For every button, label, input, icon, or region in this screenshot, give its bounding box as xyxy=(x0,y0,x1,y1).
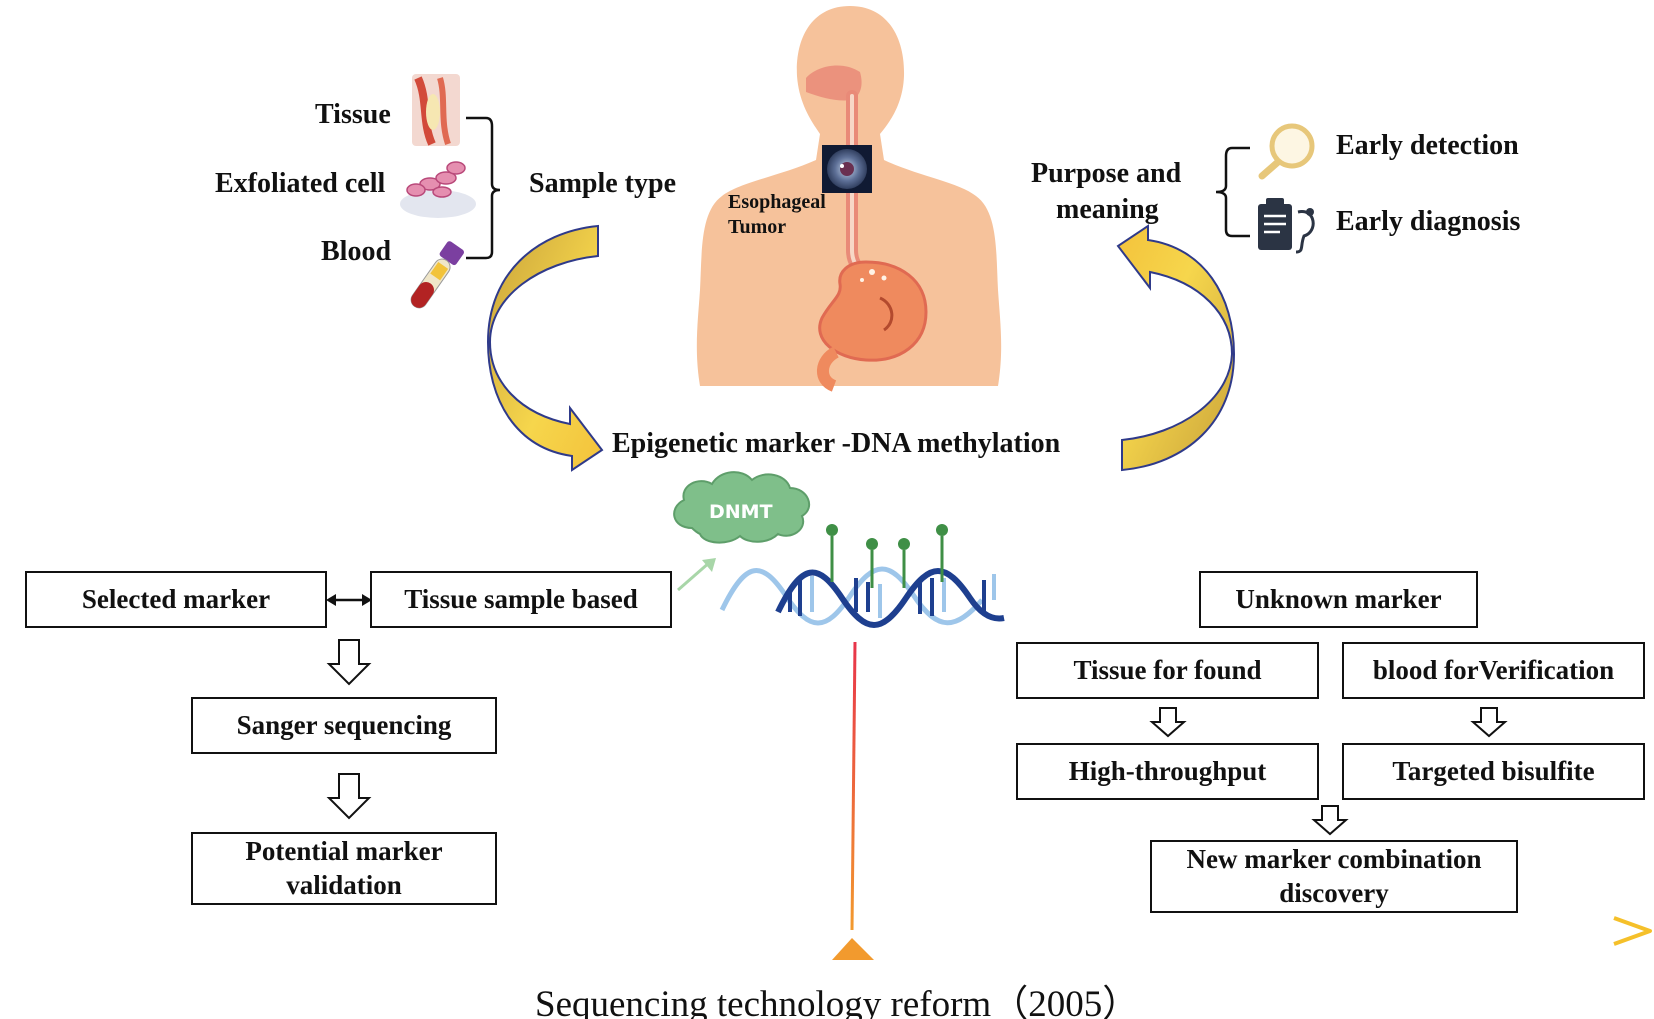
sample-type-label: Sample type xyxy=(529,168,676,199)
targeted-bisulfite-box: Targeted bisulfite xyxy=(1342,743,1645,800)
new-marker-combination-text-1: New marker combination xyxy=(1186,843,1482,874)
purpose-bracket xyxy=(1215,146,1250,238)
blood-label: Blood xyxy=(321,236,392,267)
tissue-sample-based-box: Tissue sample based xyxy=(370,571,672,628)
blood-verification-text: blood forVerification xyxy=(1372,654,1615,685)
exfoliated-cell-icon xyxy=(400,161,476,218)
blood-verification-box: blood forVerification xyxy=(1342,642,1645,699)
methyl-groups xyxy=(826,524,948,588)
targeted-bisulfite-text: Targeted bisulfite xyxy=(1392,755,1595,786)
sanger-sequencing-box: Sanger sequencing xyxy=(191,697,497,754)
blood-tube-icon xyxy=(410,241,464,309)
potential-marker-text-1: Potential marker xyxy=(245,835,443,866)
selected-marker-box: Selected marker xyxy=(25,571,327,628)
timeline-marker-triangle xyxy=(832,938,874,960)
potential-marker-text-2: validation xyxy=(286,869,402,900)
unknown-marker-text: Unknown marker xyxy=(1235,583,1442,614)
tissue-label: Tissue xyxy=(315,99,391,130)
purpose-label-line2: meaning xyxy=(1056,194,1159,225)
right-connectors xyxy=(1149,707,1508,836)
timeline-caption: Sequencing technology reform（2005） xyxy=(535,984,1140,1019)
early-detection-label: Early detection xyxy=(1336,130,1519,161)
tissue-for-found-box: Tissue for found xyxy=(1016,642,1319,699)
down-arrow-2 xyxy=(326,773,372,820)
dna-helix xyxy=(719,524,1005,628)
curved-arrow-right xyxy=(1116,224,1236,472)
unknown-marker-box: Unknown marker xyxy=(1199,571,1478,628)
center-label: Epigenetic marker -DNA methylation xyxy=(612,428,1061,459)
tumor-cell-image xyxy=(822,145,872,193)
high-throughput-text: High-throughput xyxy=(1068,755,1267,786)
clipboard-stethoscope-icon xyxy=(1258,198,1315,254)
timeline-arrowhead xyxy=(1613,916,1652,946)
tissue-for-found-text: Tissue for found xyxy=(1073,654,1262,685)
tumor-label-line1: Esophageal xyxy=(728,191,826,213)
curved-arrow-left xyxy=(486,224,604,472)
early-diagnosis-label: Early diagnosis xyxy=(1336,206,1521,237)
sanger-sequencing-text: Sanger sequencing xyxy=(236,709,452,740)
dnmt-label: DNMT xyxy=(709,501,773,523)
potential-marker-box: Potential marker validation xyxy=(191,832,497,905)
exfoliated-cell-label: Exfoliated cell xyxy=(215,168,386,199)
timeline-vertical-line xyxy=(850,641,857,931)
down-arrow-1 xyxy=(326,639,372,686)
new-marker-combination-box: New marker combination discovery xyxy=(1150,840,1518,913)
tissue-sample-based-text: Tissue sample based xyxy=(404,583,638,614)
dnmt-cloud-shape xyxy=(673,471,811,592)
stomach xyxy=(818,260,928,362)
human-body-illustration xyxy=(696,6,1002,392)
new-marker-combination-text-2: discovery xyxy=(1279,877,1389,908)
tumor-label-line2: Tumor xyxy=(728,216,787,238)
selected-marker-text: Selected marker xyxy=(81,583,271,614)
sample-type-bracket xyxy=(466,116,501,260)
left-connectors xyxy=(326,594,372,820)
purpose-label-line1: Purpose and xyxy=(1031,158,1182,189)
oral-cavity xyxy=(806,65,862,101)
magnifier-icon xyxy=(1258,123,1315,180)
high-throughput-box: High-throughput xyxy=(1016,743,1319,800)
tissue-icon xyxy=(412,74,460,146)
